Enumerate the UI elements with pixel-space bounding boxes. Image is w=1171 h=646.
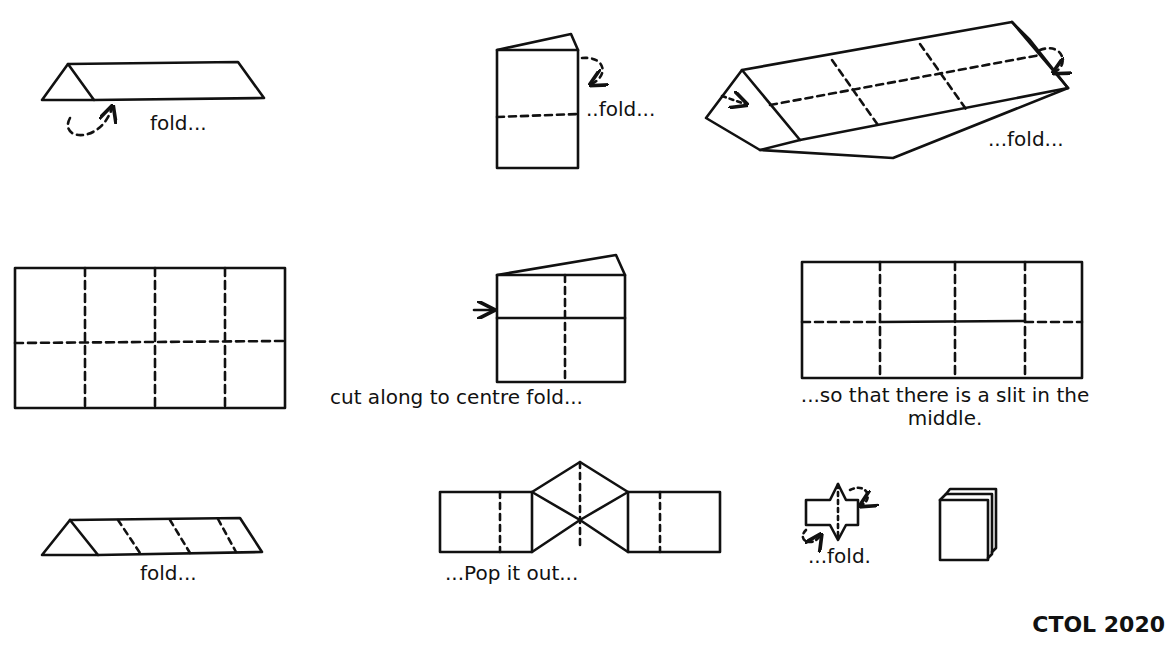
cut-sheet <box>474 255 625 382</box>
creased-sheet <box>15 268 285 408</box>
booklet <box>940 489 996 560</box>
instruction-text: fold... <box>140 562 197 585</box>
final-fold <box>803 484 868 542</box>
sides-folded-sheet <box>706 22 1068 158</box>
popped-sheet <box>440 462 720 552</box>
credit-text: CTOL 2020 <box>1032 612 1165 637</box>
instruction-text: ...Pop it out... <box>445 562 578 585</box>
slit-sheet <box>802 262 1082 378</box>
instruction-text: ...fold... <box>988 128 1064 151</box>
folded-strip <box>42 62 264 135</box>
instruction-text: fold... <box>150 112 207 135</box>
instruction-text: ..fold... <box>586 98 655 121</box>
instruction-text: ...so that there is a slit in the middle… <box>800 384 1090 430</box>
folded-strip <box>42 518 262 555</box>
instruction-text: ...fold. <box>808 545 871 568</box>
instruction-text: cut along to centre fold... <box>330 386 583 409</box>
